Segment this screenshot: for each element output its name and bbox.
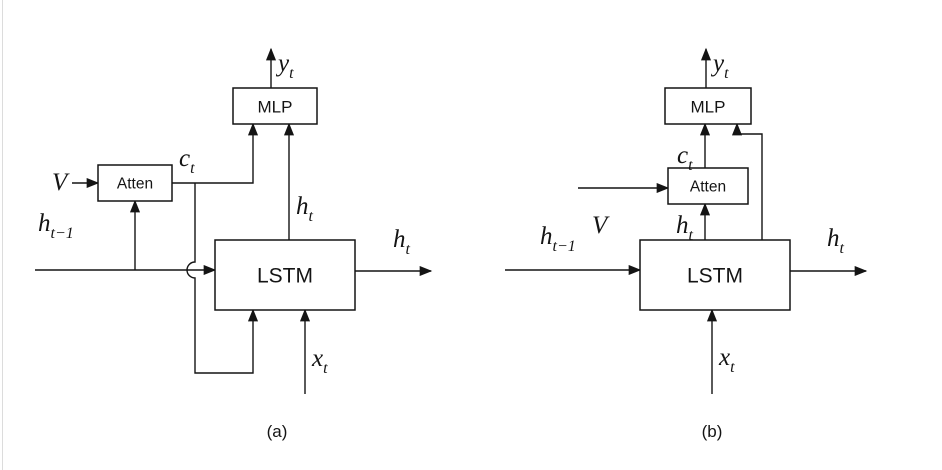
label-hprev-a: ht−1 <box>38 210 74 242</box>
atten-box-label-a: Atten <box>117 176 153 193</box>
label-ct-a: ct <box>179 145 195 177</box>
wire-ht-bypass-to-mlp-b <box>731 122 763 240</box>
page-edge-line <box>2 0 3 470</box>
mlp-box-b <box>664 87 752 125</box>
label-v-b: V <box>592 212 610 239</box>
mlp-box-a <box>232 87 318 125</box>
lstm-box-label-b: LSTM <box>687 265 743 288</box>
label-hprev-b: ht−1 <box>540 223 576 255</box>
caption-a: (a) <box>267 422 288 441</box>
label-xt-a: xt <box>311 345 328 377</box>
label-ct-b: ct <box>677 142 693 174</box>
label-yt-b: yt <box>710 50 729 82</box>
atten-box-b <box>667 167 749 205</box>
label-ht-inner-a: ht <box>296 193 314 225</box>
mlp-box-label-b: MLP <box>691 98 726 117</box>
lstm-box-a <box>214 239 356 311</box>
label-ht-out-b: ht <box>827 225 845 257</box>
caption-b: (b) <box>702 422 723 441</box>
mlp-box-label-a: MLP <box>258 98 293 117</box>
label-ht-out-a: ht <box>393 226 411 258</box>
label-yt-a: yt <box>275 50 294 82</box>
label-ht-mid-b: ht <box>676 212 694 244</box>
label-v-a: V <box>52 169 70 196</box>
diagram-b: MLP Atten LSTM yt ct V ht ht−1 ht xt (b) <box>505 47 868 441</box>
atten-box-a <box>97 164 173 202</box>
lstm-box-b <box>639 239 791 311</box>
lstm-box-label-a: LSTM <box>257 265 313 288</box>
wire-ct-to-mlp-a <box>172 122 259 184</box>
atten-box-label-b: Atten <box>690 179 726 196</box>
label-xt-b: xt <box>718 344 735 376</box>
diagram-a: MLP Atten LSTM yt ct V ht−1 ht ht xt (a) <box>35 47 433 441</box>
wire-ct-feedback-to-lstm-a <box>186 183 259 374</box>
